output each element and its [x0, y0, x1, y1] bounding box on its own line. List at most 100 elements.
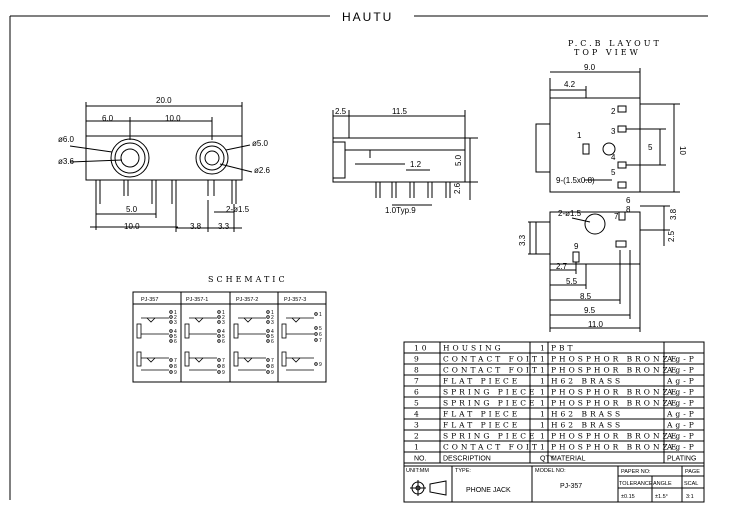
- pin-dot: [314, 338, 318, 342]
- scale-value: 3:1: [686, 494, 694, 500]
- page-label: PAGE: [685, 469, 700, 475]
- dim-label: 2.5: [667, 230, 676, 242]
- dim-label: 2.6: [453, 182, 462, 194]
- pin-label: 2: [174, 315, 177, 321]
- pin-label: 8: [271, 364, 274, 370]
- pin-label: 4: [222, 329, 225, 335]
- dim-label: 11.0: [588, 320, 604, 329]
- dim-label: 4.2: [564, 80, 576, 89]
- dim-label: 4: [611, 153, 616, 162]
- dim-label: 5.0: [126, 205, 138, 214]
- bom-material: PHOSPHOR BRONZE: [551, 355, 679, 364]
- bom-no: 3: [414, 421, 422, 430]
- pin-dot: [217, 329, 221, 333]
- dim-label: 20.0: [156, 96, 172, 105]
- pin-label: 6: [222, 339, 225, 345]
- bom-description: DESCRIPTION: [443, 456, 491, 463]
- contact-spring: [146, 357, 156, 363]
- pin-label: 1: [222, 310, 225, 316]
- bom-material: PHOSPHOR BRONZE: [551, 388, 679, 397]
- jack-sleeve: [233, 351, 239, 367]
- pin-dot: [314, 332, 318, 336]
- bom-no: 5: [414, 399, 422, 408]
- bom-description: CONTACT FOIT: [443, 355, 540, 364]
- dim-label: 1: [577, 131, 582, 140]
- bom-plating: PLATING: [667, 456, 696, 463]
- angle-label: ANGLE: [653, 481, 672, 487]
- bom-plating: Ag-P: [666, 366, 697, 375]
- dim-label: 7: [614, 212, 619, 221]
- schematic-title: SCHEMATIC: [208, 275, 288, 284]
- pin-dot: [314, 362, 318, 366]
- bom-description: CONTACT FOIT: [443, 366, 540, 375]
- contact-spring: [291, 317, 301, 323]
- bom-plating: Ag-P: [666, 388, 697, 397]
- pin-label: 7: [319, 338, 322, 344]
- bom-no: 7: [414, 377, 422, 386]
- dim-label: 3.3: [218, 222, 230, 231]
- unit-label: UNIT:MM: [406, 468, 429, 474]
- model-label: MODEL NO:: [535, 468, 566, 474]
- pin-dot: [217, 358, 221, 362]
- bom-plating: Ag-P: [666, 399, 697, 408]
- contact-spring: [194, 357, 204, 363]
- bom-material: MATERIAL: [551, 456, 586, 463]
- bom-qty: 1: [540, 344, 548, 353]
- dim-label: 5.5: [566, 277, 578, 286]
- bom-description: SPRING PIECE: [443, 388, 537, 397]
- tolerance-label: TOLERANCE: [619, 481, 653, 487]
- tolerance-value: ±0.15: [621, 494, 635, 500]
- bom-plating: Ag-P: [666, 421, 697, 430]
- pin-dot: [217, 315, 221, 319]
- pin-dot: [314, 326, 318, 330]
- bom-description: FLAT PIECE: [443, 421, 520, 430]
- bom-no: 4: [414, 410, 422, 419]
- dim-label: 9.5: [584, 306, 596, 315]
- bom-qty: 1: [540, 377, 548, 386]
- pin-label: 5: [271, 334, 274, 340]
- pin-label: 8: [222, 364, 225, 370]
- bom-qty: 1: [540, 399, 548, 408]
- jack-sleeve: [233, 323, 239, 339]
- pin-dot: [217, 310, 221, 314]
- pin-label: 5: [319, 326, 322, 332]
- dim-label: 3.8: [669, 208, 678, 220]
- type-value: PHONE JACK: [466, 487, 511, 494]
- dim-label: 3.3: [518, 234, 527, 246]
- pin-dot: [169, 370, 173, 374]
- pin-label: 2: [271, 315, 274, 321]
- dim-label: 2-ø1.5: [226, 205, 250, 214]
- schematic-header: PJ-357-3: [284, 297, 306, 303]
- bom-no: 8: [414, 366, 422, 375]
- schematic-table: [132, 291, 327, 383]
- contact-spring: [243, 317, 253, 323]
- pin-label: 5: [174, 334, 177, 340]
- bom-description: SPRING PIECE: [443, 432, 537, 441]
- dim-label: 5: [611, 168, 616, 177]
- bom-qty: 1: [540, 410, 548, 419]
- pin-dot: [266, 315, 270, 319]
- jack-sleeve: [184, 351, 190, 367]
- contact-spring: [194, 317, 204, 323]
- dim-label: 11.5: [392, 107, 408, 116]
- brand-text: HAUTU: [342, 10, 393, 24]
- dim-label: 9: [574, 242, 579, 251]
- dim-label: 2: [611, 107, 616, 116]
- bom-qty: QTY: [540, 456, 555, 463]
- pin-dot: [217, 370, 221, 374]
- bom-no: 1: [414, 443, 422, 452]
- bom-material: H62 BRASS: [551, 377, 623, 386]
- pin-dot: [217, 364, 221, 368]
